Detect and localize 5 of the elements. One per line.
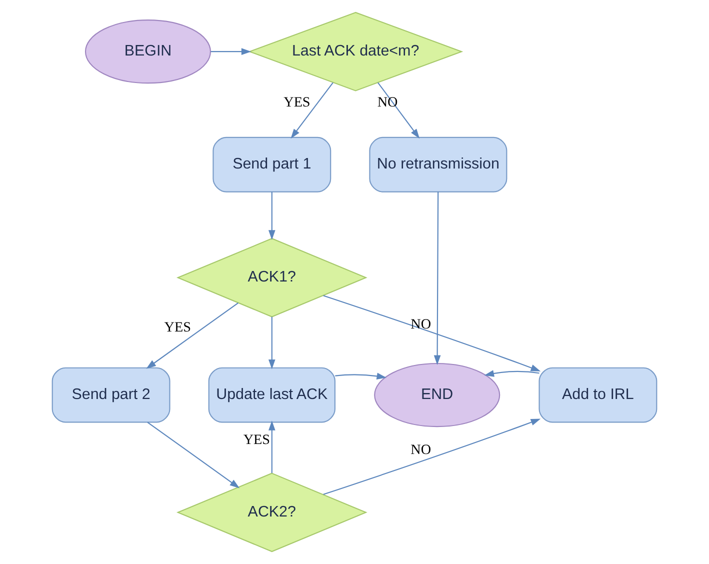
edge-label: YES bbox=[284, 94, 310, 110]
edge-label: NO bbox=[410, 442, 432, 458]
edge-label: YES bbox=[164, 319, 191, 336]
edge-label: NO bbox=[410, 316, 432, 332]
edge-label: YES bbox=[243, 432, 270, 448]
